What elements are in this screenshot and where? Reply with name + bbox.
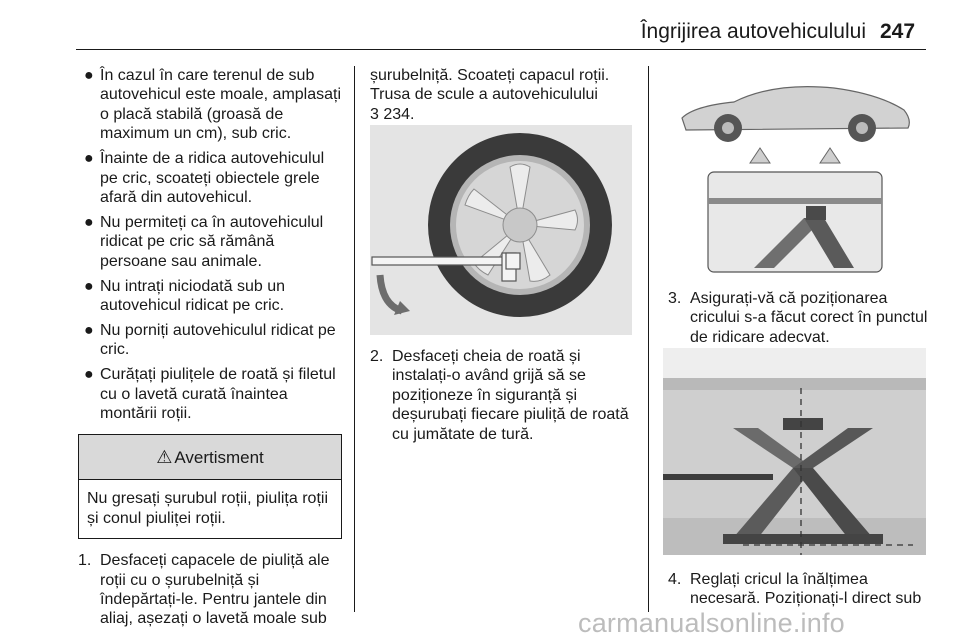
warning-box: ⚠ Avertisment Nu gresați șurubul roții, … — [78, 434, 342, 540]
header-rule — [76, 49, 926, 50]
reference-page: 234. — [383, 105, 415, 123]
list-item: ● Nu permiteți ca în autovehiculul ridica… — [78, 213, 342, 271]
bullet-dot-icon: ● — [84, 277, 94, 295]
bullet-dot-icon: ● — [84, 366, 94, 384]
column-divider-2 — [648, 66, 649, 612]
step-3-block: 3. Asigurați-vă că poziționarea cricului… — [668, 289, 930, 347]
step-text: Reglați cricul la înălțimea necesară. Po… — [690, 571, 922, 608]
bullet-dot-icon: ● — [84, 321, 94, 339]
warning-triangle-icon: ⚠ — [156, 446, 173, 467]
list-item-text: Curățați piulițele de roată și filetul c… — [100, 366, 336, 422]
reference-arrow-icon: 3 — [370, 105, 379, 123]
bullet-dot-icon: ● — [84, 150, 94, 168]
warning-title: Avertisment — [174, 447, 264, 467]
bullet-dot-icon: ● — [84, 67, 94, 84]
step-number: 2. — [370, 348, 384, 365]
list-item: ● Nu intrați niciodată sub un autovehicul… — [78, 277, 342, 316]
list-item-text: În cazul în care terenul de sub autovehi… — [100, 67, 342, 143]
list-item: ● Înainte de a ridica autovehiculul pe cr… — [78, 149, 342, 207]
step-4: 4. Reglați cricul la înălțimea necesară.… — [668, 570, 930, 609]
step-number: 1. — [78, 552, 92, 570]
list-item: ● Nu porniți autovehiculul ridicat pe cri… — [78, 321, 342, 360]
header-title: Îngrijirea autovehiculului — [640, 20, 866, 43]
column-1: ● În cazul în care terenul de sub autoveh… — [78, 66, 342, 629]
step-number: 4. — [668, 571, 682, 588]
list-item-text: Înainte de a ridica autovehiculul pe cri… — [100, 150, 325, 206]
page-number: 247 — [880, 20, 916, 43]
list-item-text: Nu intrați niciodată sub un autovehicul … — [100, 277, 285, 314]
car-jack-point-illustration — [664, 68, 926, 273]
list-item: ● În cazul în care terenul de sub autoveh… — [78, 66, 342, 144]
step-2-block: 2. Desfaceți cheia de roată și instalați… — [370, 347, 636, 444]
list-item-text: Nu permiteți ca în autovehiculul ridicat… — [100, 213, 324, 270]
step-1: 1. Desfaceți capacele de piuliță ale roț… — [78, 551, 342, 629]
step-text: Asigurați-vă că poziționarea cricului s-… — [690, 290, 928, 346]
column-2: șurubelniță. Scoateți capacul roții. Tru… — [370, 66, 636, 124]
step-number: 3. — [668, 290, 682, 307]
watermark: carmanualsonline.info — [578, 608, 845, 638]
continuation-text: șurubelniță. Scoateți capacul roții. Tru… — [370, 67, 610, 104]
list-item: ● Curățați piulițele de roată și filetul … — [78, 365, 342, 423]
wheel-wrench-illustration — [370, 125, 632, 335]
page-reference: 3 234. — [370, 105, 636, 124]
step-4-block: 4. Reglați cricul la înălțimea necesară.… — [668, 570, 930, 609]
scissor-jack-photo — [663, 348, 926, 555]
warning-header: ⚠ Avertisment — [79, 435, 341, 481]
bullet-list: ● În cazul în care terenul de sub autoveh… — [78, 66, 342, 423]
step-text: Desfaceți cheia de roată și instalați-o … — [392, 348, 629, 443]
step-2: 2. Desfaceți cheia de roată și instalați… — [370, 347, 636, 444]
column-divider-1 — [354, 66, 355, 612]
list-item-text: Nu porniți autovehiculul ridicat pe cric… — [100, 321, 336, 359]
step-3: 3. Asigurați-vă că poziționarea cricului… — [668, 289, 930, 347]
bullet-dot-icon: ● — [84, 213, 94, 231]
step-text: Desfaceți capacele de piuliță ale roții … — [100, 552, 330, 628]
warning-text: Nu gresați șurubul roții, piulița roții … — [87, 490, 328, 527]
